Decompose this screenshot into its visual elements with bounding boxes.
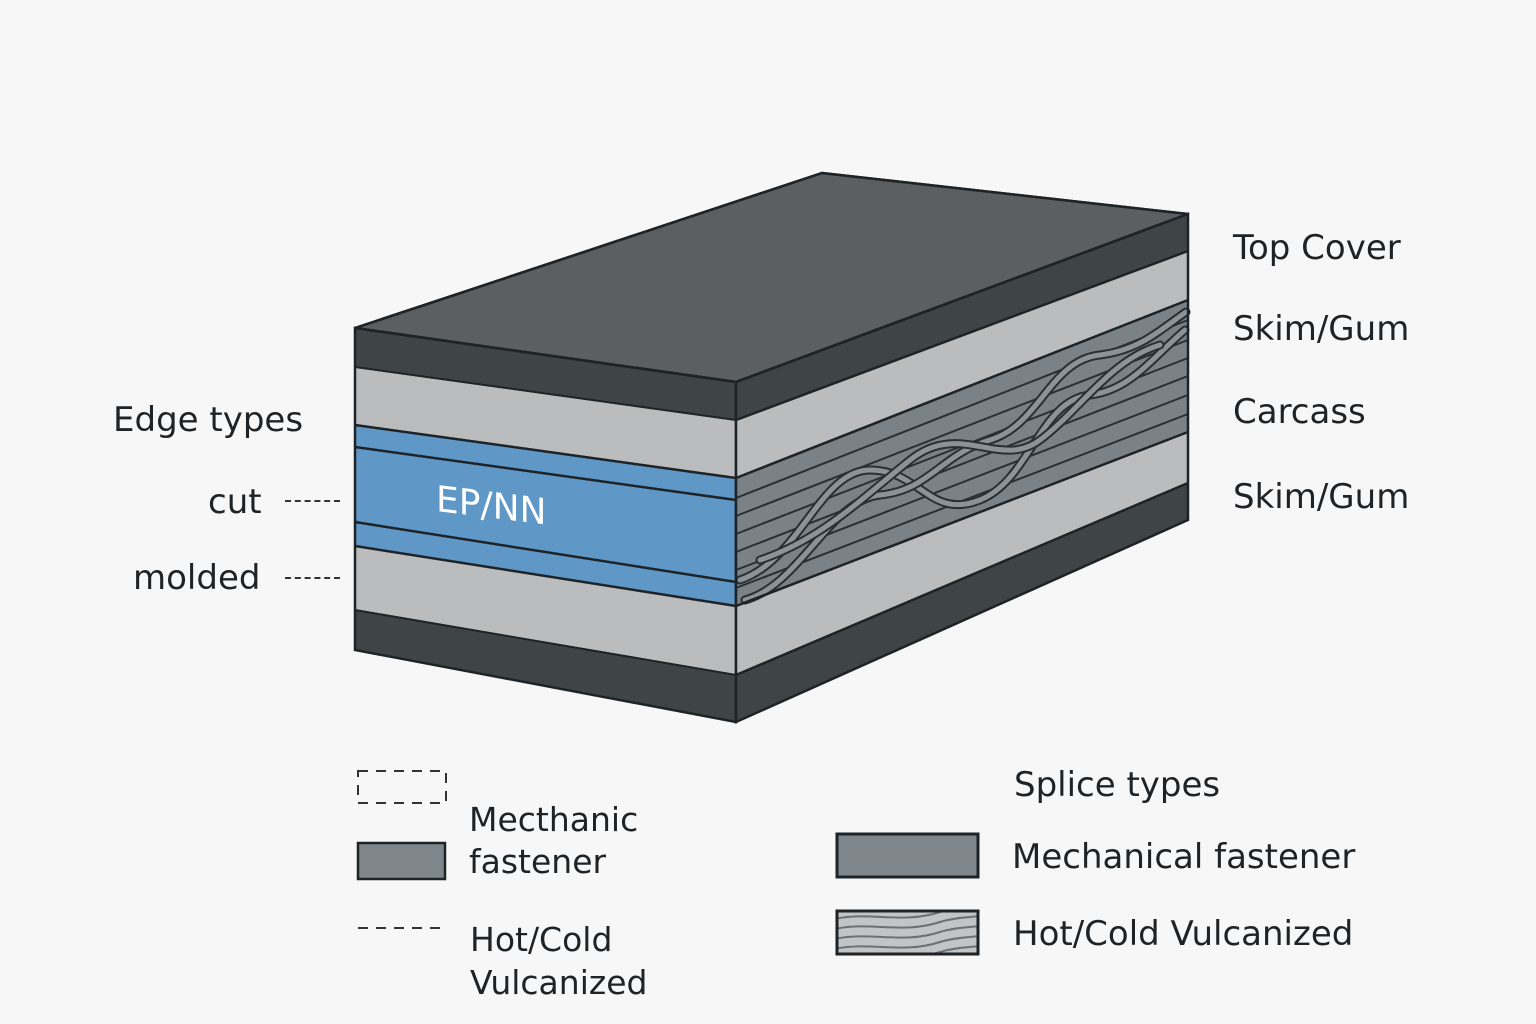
front-carcass-line — [354, 445, 737, 502]
front-carcass-border — [354, 423, 737, 480]
front-skim-upper — [355, 367, 736, 478]
legend-vulcanized-line2: Vulcanized — [470, 963, 648, 1002]
side-skim-lower — [736, 432, 1188, 675]
edge-dashed-box-icon — [357, 770, 447, 804]
layer-label-top-cover: Top Cover — [1233, 228, 1401, 268]
side-carcass-weave — [735, 307, 1191, 605]
top-face-outline — [354, 171, 1189, 384]
mechanical-fastener-swatch-left — [356, 841, 447, 881]
legend-mechanic-line1: Mecthanic — [469, 800, 639, 839]
edge-type-cut: cut — [208, 482, 262, 522]
edge-cut-leader — [285, 500, 340, 502]
front-layer-border — [354, 366, 737, 421]
front-skim-lower — [355, 546, 736, 675]
splice-vulcanized-label: Hot/Cold Vulcanized — [1013, 914, 1354, 954]
edge-type-molded: molded — [133, 558, 261, 598]
front-bottom-cover — [355, 610, 736, 722]
side-layer-borders — [735, 249, 1189, 677]
side-bottom-cover — [736, 483, 1188, 722]
splice-mechanical-label: Mechanical fastener — [1012, 837, 1356, 877]
front-carcass-line — [354, 520, 737, 584]
layer-label-skim-upper: Skim/Gum — [1233, 309, 1410, 349]
mechanical-fastener-swatch — [835, 832, 980, 879]
front-layer-border — [354, 609, 737, 676]
layer-label-carcass: Carcass — [1233, 392, 1366, 432]
side-top-cover — [736, 214, 1188, 420]
edge-molded-leader — [285, 577, 340, 579]
legend-vulcanized-line1: Hot/Cold — [470, 920, 613, 959]
front-carcass-border — [354, 544, 737, 608]
edge-types-title: Edge types — [113, 400, 304, 440]
legend-mechanic-line2: fastener — [469, 842, 607, 881]
splice-types-title: Splice types — [1014, 765, 1221, 805]
side-skim-upper — [736, 251, 1188, 478]
layer-label-skim-lower: Skim/Gum — [1233, 477, 1410, 517]
hot-cold-vulcanized-swatch — [835, 909, 980, 956]
front-top-cover — [355, 328, 736, 420]
